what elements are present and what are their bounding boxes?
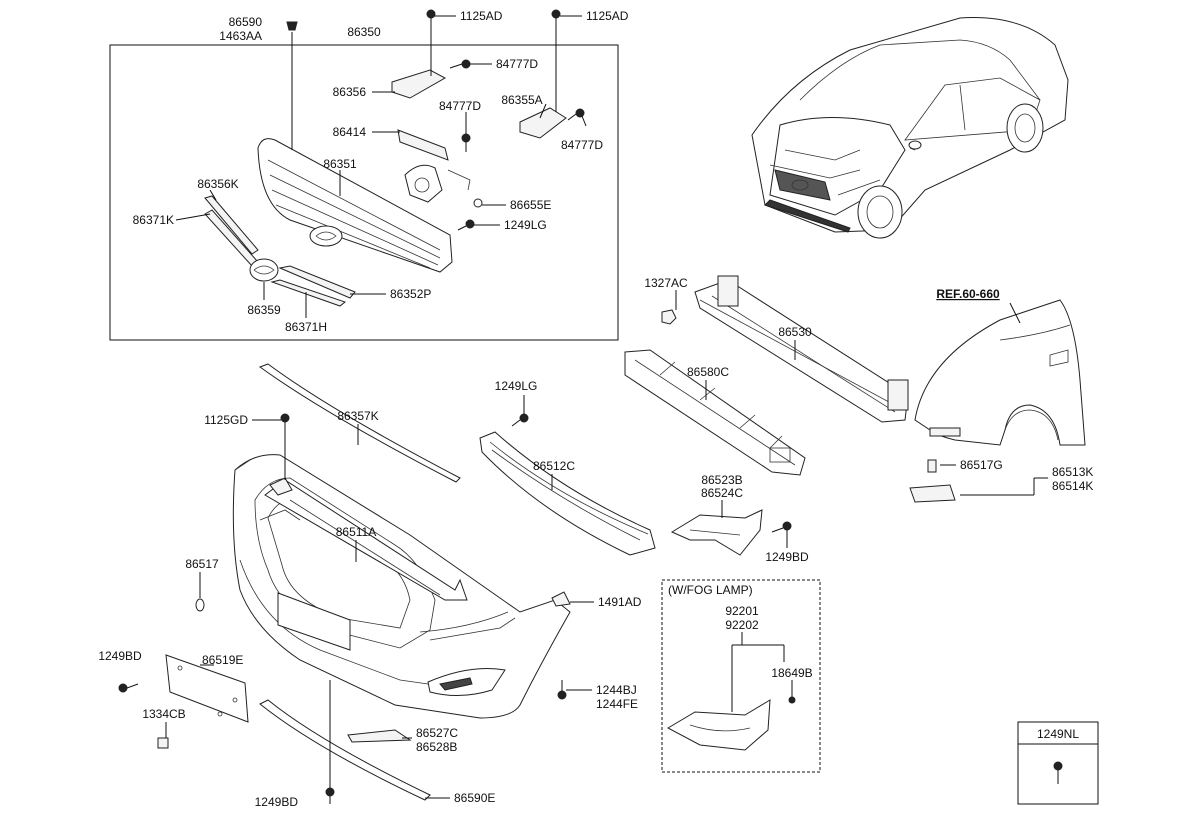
label-86590e: 86590E	[454, 791, 495, 805]
screw-1249nl	[1053, 761, 1063, 784]
screw-1249bd-c	[325, 787, 335, 804]
fastener-86590	[286, 21, 298, 31]
label-86351: 86351	[323, 157, 357, 171]
molding-86371h	[270, 279, 347, 307]
nut-1327ac	[661, 309, 677, 325]
label-1125ad-b: 1125AD	[586, 9, 629, 23]
screw-1249lg-b	[511, 413, 529, 427]
label-1334cb: 1334CB	[142, 707, 185, 721]
screw-1249lg-a	[457, 219, 475, 231]
label-1249bd-c: 1249BD	[255, 795, 299, 809]
bolt-1125ad-a	[426, 9, 436, 26]
label-86511a: 86511A	[336, 525, 376, 539]
label-86371h: 86371H	[285, 320, 327, 334]
bracket-86355a	[519, 107, 567, 139]
car-illustration	[751, 17, 1069, 239]
label-ref-60-660: REF.60-660	[936, 287, 1000, 301]
clip-1491ad	[551, 591, 571, 607]
bolt-1125gd	[280, 413, 290, 432]
label-1244fe: 1244FE	[596, 697, 638, 711]
label-1249nl: 1249NL	[1037, 727, 1079, 741]
strip-86357k	[258, 363, 461, 483]
1249nl-legend-box	[1017, 721, 1099, 805]
label-86517g: 86517G	[960, 458, 1003, 472]
screw-84777d-b	[461, 133, 471, 152]
label-86523b: 86523B	[701, 473, 742, 487]
label-1249bd-b: 1249BD	[98, 649, 142, 663]
label-86527c: 86527C	[416, 726, 458, 740]
nut-86655e	[473, 198, 483, 208]
bracket-86356	[391, 69, 447, 99]
label-1244bj: 1244BJ	[596, 683, 637, 697]
label-86530: 86530	[778, 325, 812, 339]
label-86356: 86356	[333, 85, 367, 99]
label-1249lg-a: 1249LG	[504, 218, 547, 232]
part-labels: 86590 1463AA 86350 1125AD 1125AD 84777D …	[98, 9, 1093, 809]
energy-absorber-86580c	[624, 349, 806, 476]
fog-bracket-86523b	[670, 509, 763, 556]
fender-bracket-86513k	[909, 484, 956, 503]
label-1125ad-a: 1125AD	[460, 9, 503, 23]
screw-84777d-c	[567, 108, 585, 121]
label-1249lg-b: 1249LG	[495, 379, 538, 393]
clip-86517	[195, 598, 205, 612]
label-86356k: 86356K	[197, 177, 238, 191]
label-86512c: 86512C	[533, 459, 575, 473]
label-86371k: 86371K	[133, 213, 174, 227]
label-1463aa: 1463AA	[219, 29, 262, 43]
label-92201: 92201	[725, 604, 759, 618]
label-w-fog-lamp: (W/FOG LAMP)	[668, 583, 753, 597]
label-1327ac: 1327AC	[644, 276, 688, 290]
label-86590: 86590	[229, 15, 263, 29]
label-86528b: 86528B	[416, 740, 457, 754]
nut-1334cb	[157, 737, 169, 749]
label-1249bd-a: 1249BD	[765, 550, 809, 564]
bolt-1125ad-b	[551, 9, 561, 26]
lower-strip-86590e	[259, 699, 431, 801]
label-86524c: 86524C	[701, 486, 743, 500]
leader-lines	[165, 15, 1048, 799]
license-plate-bracket-86519e	[165, 654, 249, 723]
label-86355a: 86355A	[501, 93, 542, 107]
label-1125gd: 1125GD	[204, 413, 248, 427]
label-84777d-b: 84777D	[439, 99, 481, 113]
screw-84777d-a	[449, 59, 471, 69]
label-86359: 86359	[247, 303, 281, 317]
emblem-86359	[249, 258, 279, 282]
label-84777d-a: 84777D	[496, 57, 538, 71]
label-86517: 86517	[185, 557, 219, 571]
label-92202: 92202	[725, 618, 759, 632]
fog-cover-86527c	[347, 729, 412, 743]
clip-86517g	[927, 459, 937, 473]
latch-assembly	[404, 164, 471, 203]
label-86655e: 86655E	[510, 198, 551, 212]
screw-1249bd-a	[771, 521, 792, 533]
radiator-grille-86351	[257, 138, 453, 273]
label-86513k: 86513K	[1052, 465, 1093, 479]
latch-86414	[397, 129, 449, 161]
label-86350: 86350	[347, 25, 381, 39]
molding-86356k	[204, 195, 259, 255]
lower-grille-86512c	[479, 431, 656, 556]
screw-1249bd-b	[118, 683, 139, 693]
label-18649b: 18649B	[771, 666, 812, 680]
label-86357k: 86357K	[337, 409, 378, 423]
fender-part	[914, 299, 1086, 446]
bolt-1244bj	[557, 680, 567, 700]
label-86519e: 86519E	[202, 653, 243, 667]
label-86352p: 86352P	[390, 287, 431, 301]
label-1491ad: 1491AD	[598, 595, 642, 609]
bumper-beam-86530	[694, 275, 909, 423]
label-84777d-c: 84777D	[561, 138, 603, 152]
fog-lamp-92201	[666, 699, 771, 751]
molding-86352p	[278, 265, 356, 299]
grille-group-box	[109, 44, 619, 341]
screw-18649b	[788, 696, 796, 704]
label-86414: 86414	[333, 125, 367, 139]
label-86580c: 86580C	[687, 365, 729, 379]
label-86514k: 86514K	[1052, 479, 1093, 493]
